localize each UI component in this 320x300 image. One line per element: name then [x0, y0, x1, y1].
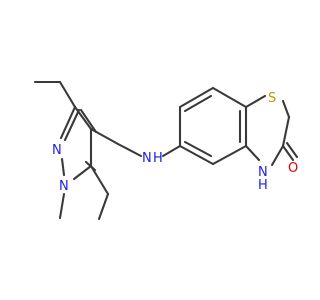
bond-c3-n2-double: [63, 108, 81, 142]
bond-c-nh: [244, 144, 261, 162]
bond-nh-ch2: [116, 142, 143, 158]
bond-co-1: [281, 144, 295, 162]
bond-ar-nh: [161, 144, 182, 158]
bond-ring-c: [211, 144, 248, 166]
bond-c3-n2: [59, 105, 77, 140]
atom-n1: N: [59, 179, 69, 194]
bond-ring-d: [178, 144, 215, 166]
atom-n2: N: [52, 143, 62, 158]
bond-ethyl-top-1: [58, 80, 77, 109]
atom-s: S: [268, 91, 276, 106]
bond-nh-co: [270, 144, 285, 167]
bond-ring-inner-3: [183, 140, 213, 158]
atom-o: O: [288, 161, 298, 176]
bond-c-s: [244, 94, 267, 109]
atom-nh-ring-h: H: [258, 178, 268, 193]
bond-s-ch2: [281, 99, 291, 119]
bond-ring-inner-1: [183, 94, 213, 113]
atom-labels: S N H O H N N N: [52, 91, 298, 194]
bonds: [33, 80, 299, 221]
bond-ch2-co: [281, 115, 291, 148]
bond-n2-n1: [60, 157, 66, 177]
bond-co-2: [285, 141, 299, 159]
molecule-structure: S N H O H N N N: [33, 80, 299, 221]
atom-nh-linker-n: N: [142, 151, 152, 166]
atom-nh-ring-n: N: [258, 165, 268, 180]
bond-c4-c3-double: [79, 108, 98, 134]
atom-nh-linker-h: H: [153, 151, 163, 166]
bond-ring-f: [178, 86, 215, 109]
bond-n1-c5: [72, 164, 93, 181]
structure-canvas: S N H O H N N N: [33, 80, 299, 221]
bond-ring-a: [211, 86, 248, 109]
bond-ethyl-bot-1: [89, 164, 110, 196]
bond-ethyl-bot-2: [97, 192, 110, 221]
bond-c4-c3: [73, 105, 93, 131]
bond-n-methyl: [58, 192, 66, 220]
